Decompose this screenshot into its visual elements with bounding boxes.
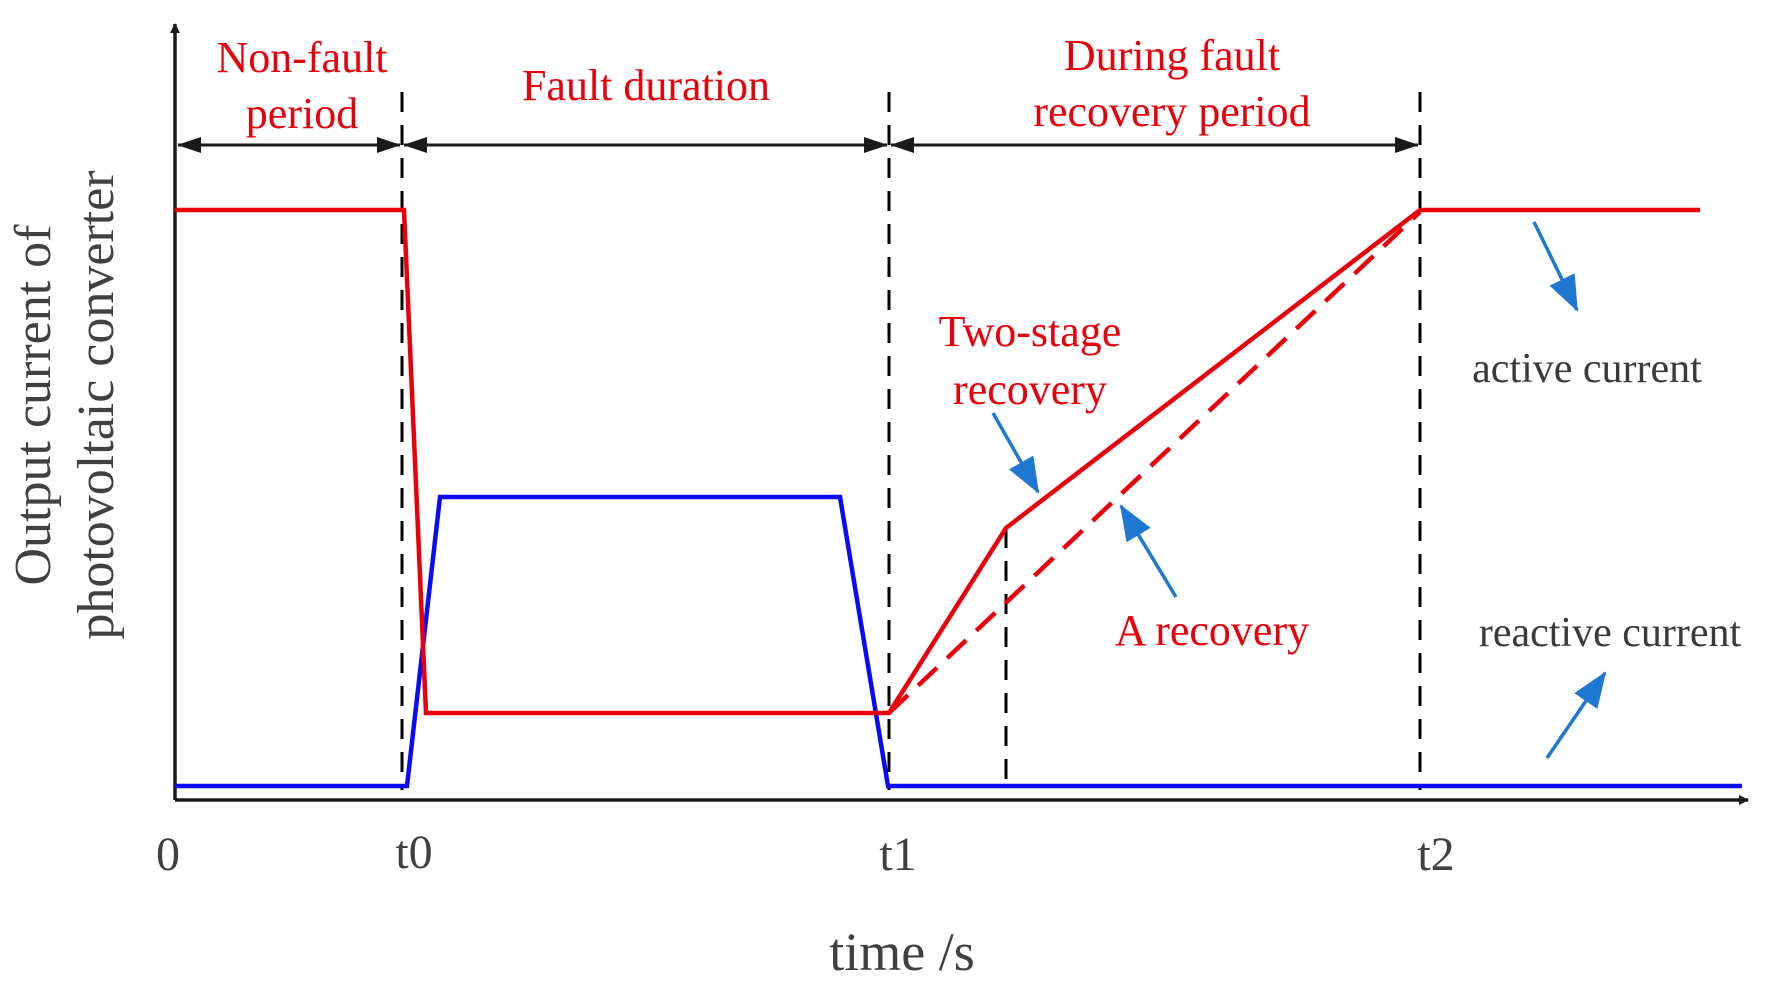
active-current-label: active current	[1472, 346, 1702, 392]
fault-duration-label: Fault duration	[522, 61, 770, 110]
non-fault-label-line2: period	[246, 89, 358, 138]
two-stage-label-line2: recovery	[953, 365, 1107, 414]
a-recovery-dashed-line	[887, 210, 1422, 715]
x-axis-label: time /s	[829, 922, 975, 982]
a-recovery-label: A recovery	[1115, 606, 1309, 655]
active-current-curve	[175, 207, 1700, 716]
y-axis-label-line2: photovoltaic converter	[68, 170, 125, 639]
tick-label-t1: t1	[879, 828, 916, 881]
origin-label: 0	[156, 828, 180, 881]
y-axis-label-line1: Output current of	[5, 224, 62, 586]
reactive-current-label: reactive current	[1479, 610, 1742, 656]
reactive-current-pointer-arrow	[1545, 671, 1607, 759]
two-stage-pointer-arrow	[991, 412, 1040, 494]
recovery-period-label-line1: During fault	[1064, 31, 1280, 80]
non-fault-label-line1: Non-fault	[216, 33, 387, 82]
a-recovery-pointer-arrow	[1119, 504, 1178, 598]
tick-label-t2: t2	[1417, 828, 1454, 881]
tick-label-t0: t0	[395, 826, 432, 879]
reactive-current-curve	[175, 494, 1742, 789]
two-stage-label-line1: Two-stage	[939, 307, 1122, 356]
recovery-period-label-line2: recovery period	[1033, 87, 1310, 136]
active-current-pointer-arrow	[1532, 221, 1579, 312]
